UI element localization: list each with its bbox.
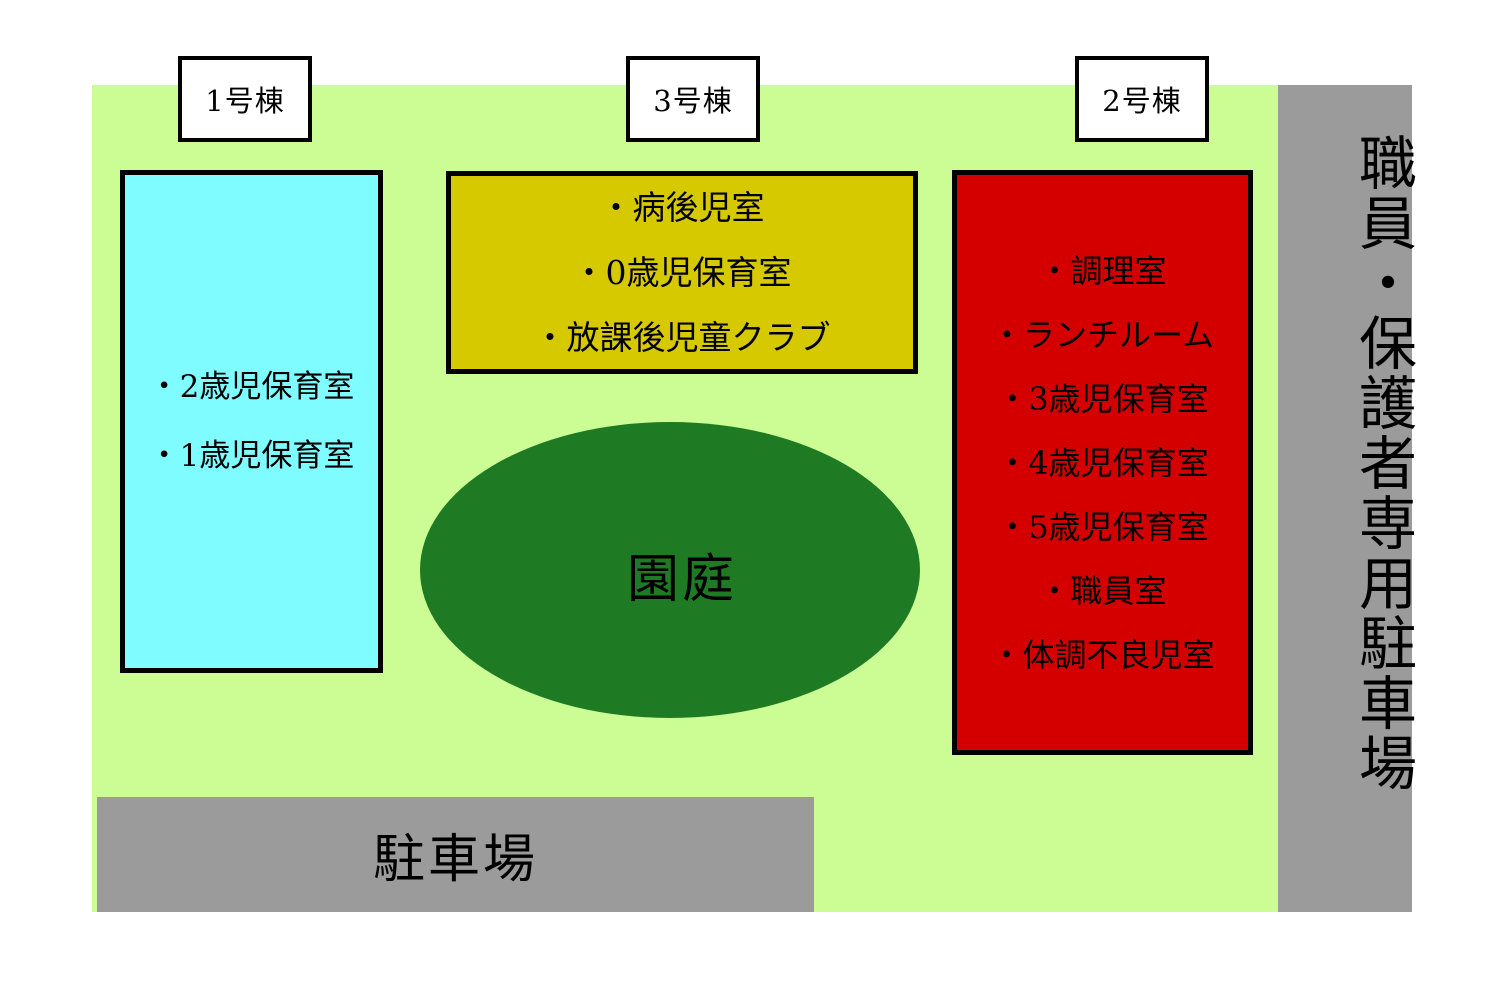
building-tag-1-label: 1号棟 [205, 84, 285, 118]
building-1-block: ・2歳児保育室 ・1歳児保育室 [120, 170, 383, 673]
staff-parking-area: 職員・保護者専用駐車場 [1278, 85, 1417, 912]
room-label: ・体調不良児室 [990, 635, 1215, 674]
room-label: ・5歳児保育室 [996, 507, 1209, 546]
building-2-block: ・調理室 ・ランチルーム ・3歳児保育室 ・4歳児保育室 ・5歳児保育室 ・職員… [952, 170, 1253, 755]
garden-label: 園庭 [626, 549, 737, 610]
room-label: ・職員室 [1038, 571, 1167, 610]
room-label: ・病後児室 [599, 188, 765, 227]
room-label: ・4歳児保育室 [996, 443, 1209, 482]
room-label: ・放課後児童クラブ [533, 318, 831, 357]
room-label: ・0歳児保育室 [572, 253, 792, 292]
building-tag-2-label: 2号棟 [1102, 84, 1182, 118]
building-tag-3: 3号棟 [626, 56, 760, 142]
staff-parking-label: 職員・保護者専用駐車場 [1349, 133, 1417, 793]
garden-area: 園庭 [420, 422, 920, 718]
room-label: ・ランチルーム [990, 315, 1215, 354]
building-tag-1: 1号棟 [178, 56, 312, 142]
room-label: ・1歳児保育室 [148, 437, 355, 474]
room-label: ・調理室 [1038, 251, 1167, 290]
parking-lot-label: 駐車場 [372, 830, 538, 890]
room-label: ・3歳児保育室 [996, 379, 1209, 418]
parking-lot-area: 駐車場 [97, 797, 814, 912]
building-tag-2: 2号棟 [1075, 56, 1209, 142]
building-tag-3-label: 3号棟 [653, 84, 733, 118]
building-3-block: ・病後児室 ・0歳児保育室 ・放課後児童クラブ [446, 171, 918, 374]
room-label: ・2歳児保育室 [148, 368, 355, 405]
